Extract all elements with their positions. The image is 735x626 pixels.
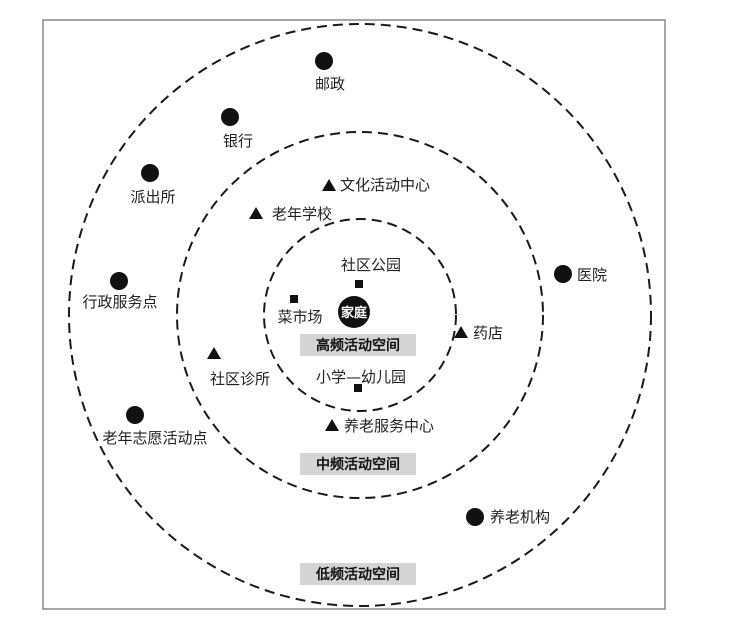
police-label: 派出所 [130,188,175,206]
low-frequency-ring [68,23,652,607]
institution-dot-icon [466,508,484,526]
police-dot-icon [141,164,159,182]
pharmacy-triangle-icon [454,326,468,338]
post-label: 邮政 [315,75,345,93]
bank-dot-icon [221,108,239,126]
home-label: 家庭 [341,305,368,321]
clinic-triangle-icon [207,347,221,359]
high-frequency-ring [263,218,457,412]
post-dot-icon [315,52,333,70]
admin-label: 行政服务点 [82,293,157,311]
elderly-service-triangle-icon [325,419,339,431]
volunteer-label: 老年志愿活动点 [102,429,207,447]
volunteer-dot-icon [126,406,144,424]
hospital-label: 医院 [577,266,607,284]
clinic-label: 社区诊所 [210,370,270,388]
hospital-dot-icon [554,265,572,283]
culture-label: 文化活动中心 [340,176,430,194]
admin-dot-icon [110,272,128,290]
school-label: 小学—幼儿园 [316,368,406,386]
elderly-service-label: 养老服务中心 [344,417,434,435]
high-zone-label: 高频活动空间 [316,337,400,354]
elderly-school-triangle-icon [249,207,263,219]
mid-zone-label-bg [300,453,416,475]
school-square-icon [354,384,362,392]
mid-zone-label: 中频活动空间 [316,456,400,473]
park-square-icon [355,280,363,288]
park-label: 社区公园 [341,256,401,274]
mid-frequency-ring [176,131,544,499]
market-label: 菜市场 [277,308,322,326]
home-center-marker [338,296,370,328]
bank-label: 银行 [223,132,253,150]
low-zone-label: 低频活动空间 [315,566,400,583]
frame-border [42,19,666,610]
market-square-icon [290,295,298,303]
low-zone-label-bg [300,563,416,585]
institution-label: 养老机构 [490,508,550,526]
high-zone-label-bg [300,334,416,356]
culture-triangle-icon [322,179,336,191]
elderly-school-label: 老年学校 [272,205,332,223]
pharmacy-label: 药店 [473,324,503,342]
